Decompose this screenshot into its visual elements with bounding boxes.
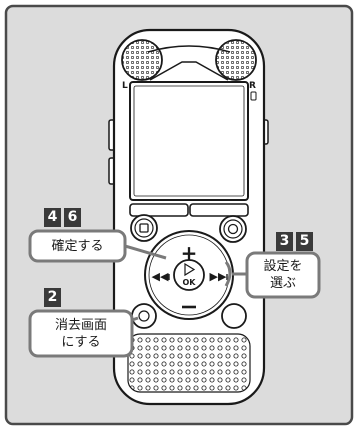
menu-button[interactable] — [221, 303, 247, 329]
ok-button[interactable] — [173, 259, 205, 291]
voice-recorder: + ◀◀ ▶▶ OK L R — [108, 28, 269, 406]
step-badge-3: 3 — [276, 232, 293, 251]
fast-forward-icon[interactable]: ▶▶ — [210, 270, 227, 283]
channel-label-right: R — [249, 81, 256, 91]
callout-erase — [28, 309, 139, 358]
step-badge-2: 2 — [44, 288, 61, 307]
callout-erase-line1: 消去画面 — [54, 318, 107, 333]
callout-erase-line2: にする — [61, 335, 101, 350]
indicator-icon — [250, 91, 257, 101]
callout-select-line1: 設定を — [263, 259, 303, 274]
display-screen — [129, 81, 249, 201]
stop-icon — [139, 223, 149, 233]
callout-select-line2: 選ぶ — [269, 276, 296, 291]
callout-select — [224, 251, 321, 299]
callout-confirm-text: 確定する — [51, 239, 104, 254]
channel-label-left: L — [122, 81, 128, 91]
plus-icon[interactable]: + — [181, 241, 198, 265]
play-icon — [184, 262, 196, 277]
soft-key-right[interactable] — [189, 203, 249, 217]
soft-key-left[interactable] — [129, 203, 189, 217]
record-icon — [227, 223, 239, 235]
step-badge-5: 5 — [296, 232, 313, 251]
mic-right — [215, 39, 257, 81]
erase-button[interactable] — [131, 303, 157, 329]
step-badge-6: 6 — [64, 208, 81, 227]
speaker-grille — [127, 333, 251, 393]
ok-label: OK — [183, 278, 197, 287]
rewind-icon[interactable]: ◀◀ — [152, 270, 169, 283]
callout-confirm — [28, 229, 167, 263]
mic-left — [121, 39, 163, 81]
step-badge-4: 4 — [44, 208, 61, 227]
